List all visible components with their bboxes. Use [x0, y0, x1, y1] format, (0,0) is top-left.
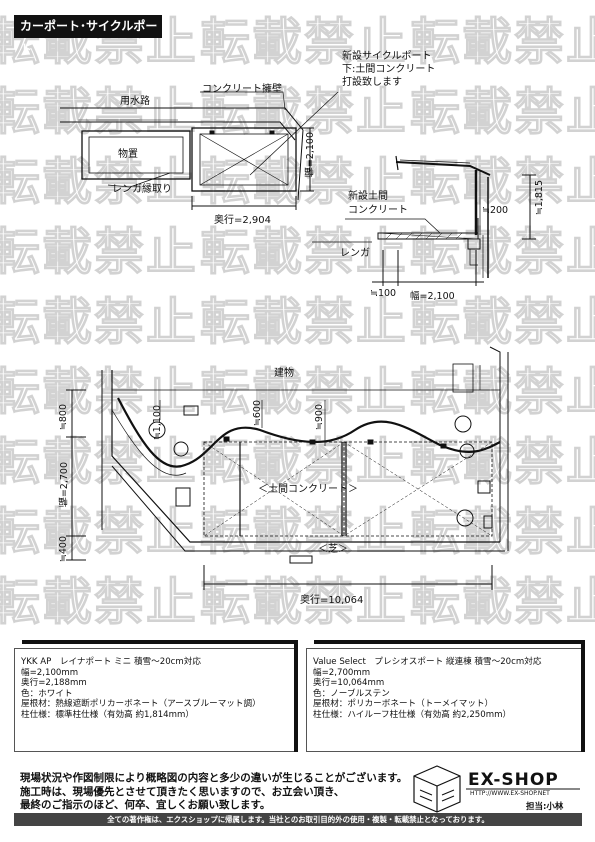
- concrete-wall-label: コンクリート擁壁: [202, 84, 282, 95]
- bottom-depth-label: 奥行=10,064: [300, 595, 364, 606]
- dim-1815-label: ≒1,815: [534, 180, 545, 216]
- spec-left-shadow: [294, 640, 298, 752]
- new-doma-label: 新設土間 コンクリート: [348, 191, 408, 216]
- copyright-footer: 全ての著作権は、エクスショップに帰属します。当社とのお取引目的外の使用・複製・転…: [14, 813, 582, 826]
- dim-900-label: ≒900: [314, 404, 325, 431]
- building-label: 建物: [274, 368, 294, 379]
- new-cycle-port-note: 新設サイクルポート 下:土間コンクリート 打設致します: [342, 51, 436, 88]
- dim-100-label: ≒100: [370, 288, 397, 299]
- top-depth-label: 奥行=2,904: [214, 215, 272, 226]
- page-title: カーポート･サイクルポート: [14, 15, 162, 56]
- spec-box-left: YKK AP レイナポート ミニ 積雪～20cm対応 幅=2,100mm 奥行=…: [14, 648, 296, 752]
- spec-left-lines: YKK AP レイナポート ミニ 積雪～20cm対応 幅=2,100mm 奥行=…: [21, 657, 261, 720]
- person-in-charge: 担当:小林: [526, 802, 564, 812]
- spec-right-lines: Value Select プレシオスポート 縦連棟 積雪～20cm対応 幅=2,…: [313, 657, 542, 720]
- dim-200-label: ≒200: [482, 205, 509, 216]
- site-notes: 現場状況や作図制限により概略図の内容と多少の違いが生じることがございます。 施工…: [20, 772, 408, 811]
- renga-edge-label: レンガ縁取り: [112, 184, 172, 195]
- shiba-label: ＜芝＞: [318, 544, 348, 555]
- spec-box-right: Value Select プレシオスポート 縦連棟 積雪～20cm対応 幅=2,…: [306, 648, 583, 752]
- dim-400-label: ≒400: [58, 536, 69, 563]
- yosuiro-label: 用水路: [120, 96, 150, 107]
- renga-label: レンガ: [340, 248, 370, 259]
- top-width-label: 幅=2,100: [305, 132, 316, 177]
- dim-2700-label: 幅=2,700: [59, 462, 70, 507]
- dim-1100-label: ≒1,100: [152, 405, 163, 441]
- spec-right-shadow: [581, 640, 585, 752]
- spec-right-shadow-top: [314, 640, 585, 644]
- monooki-label: 物置: [118, 149, 138, 160]
- exshop-logo-text: EX-SHOP: [468, 770, 559, 790]
- dim-600-label: ≒600: [252, 400, 263, 427]
- section-width-label: 幅=2,100: [410, 291, 455, 302]
- doma-label: ＜土間コンクリート＞: [258, 484, 358, 495]
- dim-800-label: ≒800: [58, 404, 69, 431]
- exshop-url: HTTP://WWW.EX-SHOP.NET: [470, 790, 550, 797]
- spec-left-shadow-top: [22, 640, 298, 644]
